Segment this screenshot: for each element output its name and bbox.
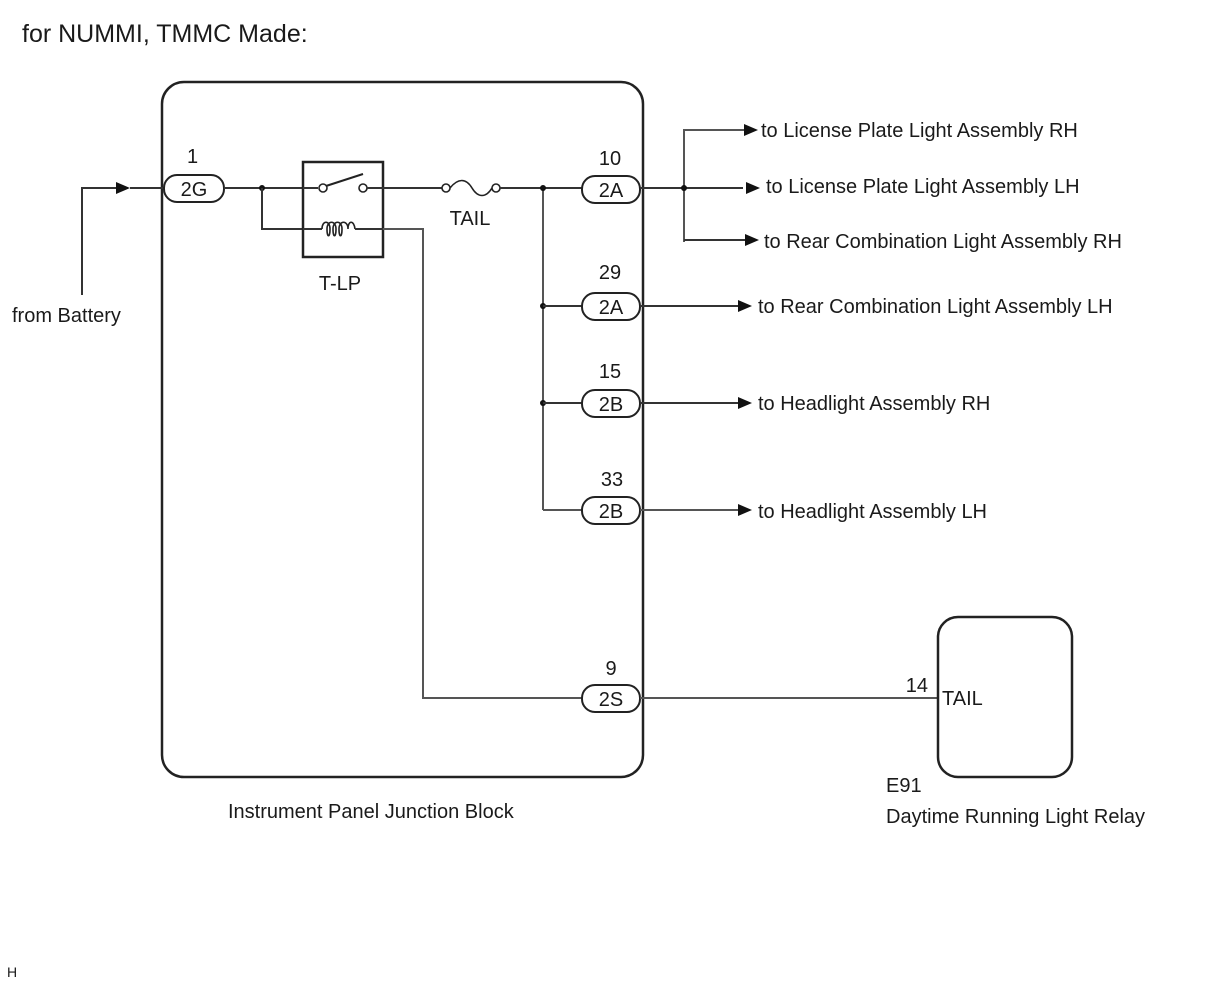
arrow-icon (738, 504, 752, 516)
destination-label: to License Plate Light Assembly LH (766, 176, 1080, 198)
arrow-icon (744, 124, 758, 136)
destination-label: to Headlight Assembly RH (758, 393, 990, 415)
arrow-icon (738, 300, 752, 312)
coil-feed-wire (261, 188, 303, 230)
input-arrow-icon (116, 182, 130, 194)
destination-label: to License Plate Light Assembly RH (761, 120, 1078, 142)
coil-output-wire (383, 228, 582, 699)
fuse-label: TAIL (450, 208, 491, 230)
switch-contact-icon (318, 183, 328, 193)
connector-label: 2B (599, 501, 623, 523)
drl-relay-terminal: TAIL (942, 688, 983, 710)
connector-2b-pin15: 15 2B (581, 361, 641, 418)
relay-coil-icon (321, 221, 356, 237)
drl-relay-name: Daytime Running Light Relay (886, 806, 1145, 828)
footer-mark: H (7, 964, 17, 980)
connector-label: 2A (599, 297, 624, 319)
connector-label: 2A (599, 180, 624, 202)
pin-number: 9 (605, 658, 616, 680)
connector-label: 2B (599, 394, 623, 416)
diagram-header: for NUMMI, TMMC Made: (22, 20, 308, 48)
drl-relay-box (936, 615, 1074, 779)
junction-block-outline (160, 80, 645, 779)
fuse-icon (449, 179, 493, 197)
connector-label: 2S (599, 689, 623, 711)
destination-label: to Rear Combination Light Assembly LH (758, 296, 1113, 318)
pin-number: 29 (599, 262, 621, 284)
relay-label: T-LP (319, 273, 361, 295)
connector-2s-pin9: 9 2S (581, 658, 641, 713)
destination-label: to Rear Combination Light Assembly RH (764, 231, 1122, 253)
from-battery-label: from Battery (12, 305, 121, 327)
arrow-icon (738, 397, 752, 409)
drl-relay-code: E91 (886, 775, 922, 797)
pin-number: 33 (601, 469, 623, 491)
junction-dot (681, 185, 687, 191)
switch-arm-icon (325, 173, 364, 187)
destination-label: to Headlight Assembly LH (758, 501, 987, 523)
connector-2a-pin10: 10 2A (581, 148, 641, 204)
connector-2b-pin33: 33 2B (581, 469, 641, 525)
arrow-icon (745, 234, 759, 246)
junction-block-label: Instrument Panel Junction Block (228, 801, 515, 823)
t-lp-relay-box (301, 160, 385, 259)
arrow-icon (746, 182, 760, 194)
connector-2g-label: 2G (181, 179, 208, 201)
pin-number: 15 (599, 361, 621, 383)
battery-wire (81, 187, 128, 295)
pin-number: 10 (599, 148, 621, 170)
connector-2a-pin29: 29 2A (581, 262, 641, 321)
switch-contact-icon (358, 183, 368, 193)
drl-relay-pin: 14 (906, 675, 928, 697)
pin-number-1: 1 (187, 146, 198, 168)
junction-dot (540, 185, 546, 191)
